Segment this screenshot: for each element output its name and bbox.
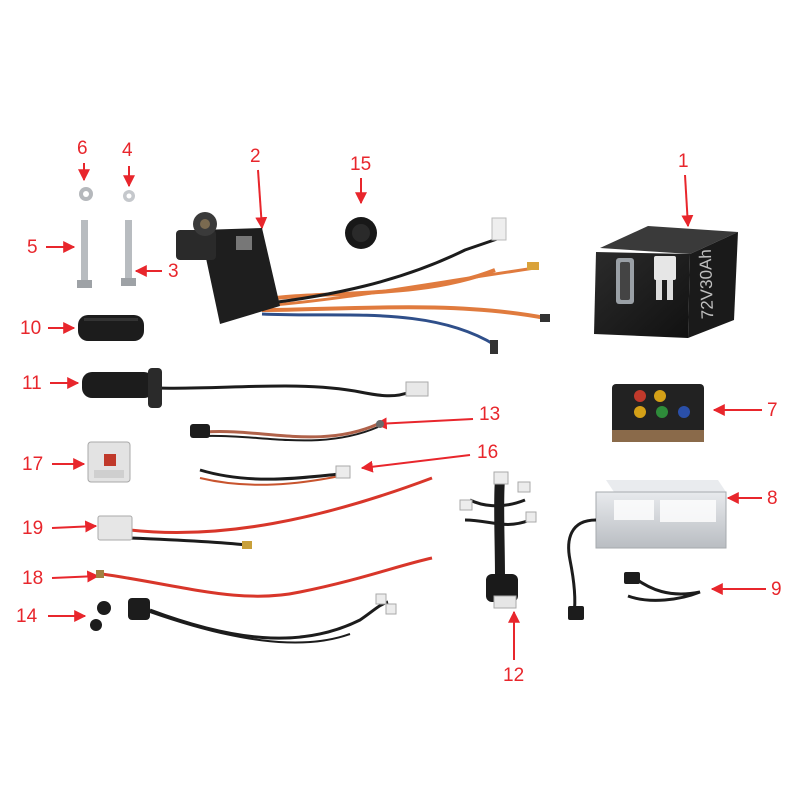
callout-arrows (46, 163, 766, 660)
nut-small (123, 190, 135, 202)
charger (567, 480, 727, 620)
callout-11: 11 (22, 373, 42, 394)
bolt-long (77, 220, 92, 288)
callout-13: 13 (479, 404, 501, 425)
callout-3: 3 (168, 261, 179, 282)
controller (612, 384, 704, 442)
callout-19: 19 (22, 518, 44, 539)
power-cord (624, 572, 701, 602)
battery-connector-cable (97, 476, 433, 549)
bolt-short (121, 220, 136, 286)
arrow-18 (51, 570, 100, 583)
callout-8: 8 (767, 488, 778, 509)
callout-15: 15 (350, 154, 372, 175)
callout-10: 10 (20, 318, 42, 339)
callout-7: 7 (767, 400, 778, 421)
left-grip (78, 315, 144, 341)
callout-2: 2 (250, 146, 261, 167)
callout-12: 12 (503, 665, 525, 686)
callout-16: 16 (477, 442, 499, 463)
wiring-harness (459, 471, 537, 609)
battery-72v30ah: 72V30Ah (594, 226, 738, 338)
callout-18: 18 (22, 568, 44, 589)
callout-14: 14 (16, 606, 38, 627)
arrow-1 (681, 174, 694, 228)
callout-9: 9 (771, 579, 782, 600)
brake-cable (190, 420, 384, 442)
nut-flange (79, 187, 93, 201)
callout-4: 4 (122, 140, 133, 161)
ignition-key-switch (90, 593, 397, 644)
signal-cable (199, 465, 351, 486)
arrow-16 (360, 454, 471, 473)
throttle-grip (82, 368, 429, 408)
battery-label: 72V30Ah (696, 249, 717, 320)
arrow-19 (51, 520, 98, 533)
motor (176, 212, 550, 354)
callout-6: 6 (77, 138, 88, 159)
arrow-13 (374, 417, 474, 430)
relay-module (87, 441, 131, 483)
button-switch (345, 217, 377, 249)
arrow-2 (255, 169, 268, 230)
callout-1: 1 (678, 151, 689, 172)
callout-17: 17 (22, 454, 44, 475)
callout-5: 5 (27, 237, 38, 258)
red-power-lead (96, 556, 433, 598)
